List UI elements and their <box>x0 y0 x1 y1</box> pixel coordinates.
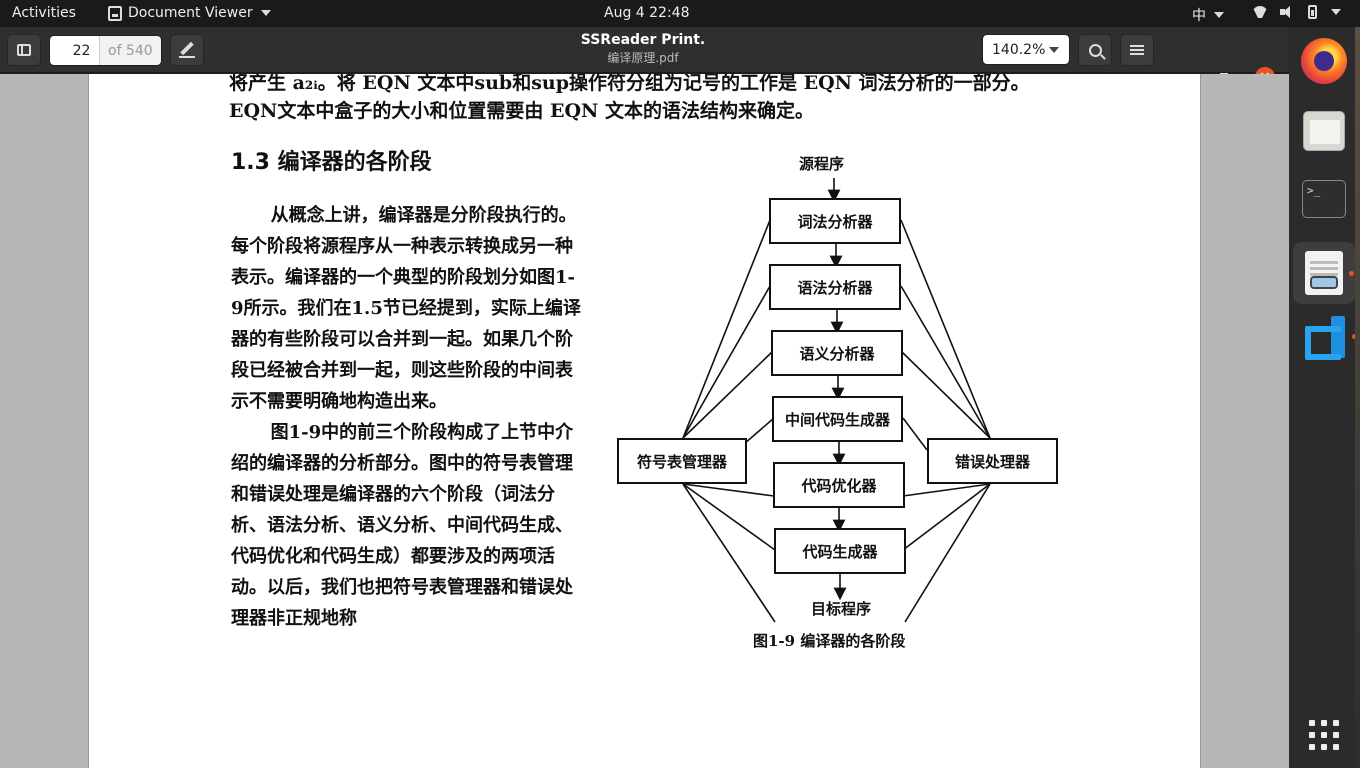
chevron-down-icon <box>1214 12 1224 18</box>
document-viewer-icon <box>1305 251 1343 295</box>
intermediate-code-generator-box: 中间代码生成器 <box>772 396 903 442</box>
error-handler-box: 错误处理器 <box>927 438 1058 484</box>
text-line: 将产生 a₂ᵢ。将 EQN 文本中sub和sup操作符分组为记号的工作是 EQN… <box>229 74 1030 94</box>
search-button[interactable] <box>1078 34 1112 66</box>
volume-icon <box>1280 5 1296 19</box>
sidebar-icon <box>17 44 31 56</box>
pdf-page: 将产生 a₂ᵢ。将 EQN 文本中sub和sup操作符分组为记号的工作是 EQN… <box>88 74 1201 768</box>
wifi-icon <box>1252 6 1268 18</box>
app-menu-label: Document Viewer <box>128 5 253 21</box>
chevron-down-icon <box>1049 47 1059 53</box>
semantic-analyzer-box: 语义分析器 <box>771 330 903 376</box>
app-grid-icon <box>1309 720 1339 750</box>
top-bar: Activities Document Viewer Aug 4 22:48 中 <box>0 0 1360 27</box>
paragraph: 从概念上讲，编译器是分阶段执行的。每个阶段将源程序从一种表示转换成另一种表示。编… <box>231 205 581 412</box>
page-count: of 540 <box>99 36 161 65</box>
system-tray[interactable] <box>1252 5 1341 19</box>
sidebar-toggle-button[interactable] <box>7 34 41 66</box>
document-view[interactable]: 将产生 a₂ᵢ。将 EQN 文本中sub和sup操作符分组为记号的工作是 EQN… <box>0 74 1289 768</box>
body-text: 从概念上讲，编译器是分阶段执行的。每个阶段将源程序从一种表示转换成另一种表示。编… <box>231 200 581 634</box>
running-indicator <box>1352 334 1357 339</box>
dock: >_ <box>1289 27 1360 768</box>
header-bar: SSReader Print. 编译原理.pdf ✕ <box>0 27 1289 87</box>
syntax-analyzer-box: 语法分析器 <box>769 264 901 310</box>
pencil-icon <box>179 42 195 58</box>
show-applications-button[interactable] <box>1300 711 1348 759</box>
symbol-table-manager-box: 符号表管理器 <box>617 438 747 484</box>
target-program-label: 目标程序 <box>811 600 872 618</box>
vscode-icon <box>1303 316 1345 358</box>
window-title: SSReader Print. 编译原理.pdf <box>500 32 786 66</box>
clock[interactable]: Aug 4 22:48 <box>604 5 690 21</box>
dock-firefox[interactable] <box>1300 37 1348 85</box>
chevron-down-icon <box>1331 9 1341 15</box>
search-icon <box>1088 43 1102 57</box>
lexical-analyzer-box: 词法分析器 <box>769 198 901 244</box>
text-line: EQN文本中盒子的大小和位置需要由 EQN 文本的语法结构来确定。 <box>229 100 815 122</box>
code-generator-box: 代码生成器 <box>774 528 906 574</box>
chevron-down-icon <box>260 10 271 16</box>
battery-icon <box>1308 5 1317 19</box>
menu-button[interactable] <box>1120 34 1154 66</box>
code-optimizer-box: 代码优化器 <box>773 462 905 508</box>
activities-button[interactable]: Activities <box>12 5 76 21</box>
page-navigator: of 540 <box>49 35 162 66</box>
paragraph: 图1-9中的前三个阶段构成了上节中介绍的编译器的分析部分。图中的符号表管理和错误… <box>231 422 574 629</box>
input-method-label: 中 <box>1192 8 1206 24</box>
dock-terminal[interactable]: >_ <box>1300 175 1348 223</box>
section-heading: 1.3 编译器的各阶段 <box>231 150 432 175</box>
source-program-label: 源程序 <box>799 155 845 173</box>
app-menu[interactable]: Document Viewer <box>108 5 271 21</box>
dock-document-viewer[interactable] <box>1293 242 1355 304</box>
page-number-input[interactable] <box>50 36 99 65</box>
document-viewer-icon <box>108 5 122 21</box>
figure-caption: 图1-9 编译器的各阶段 <box>753 632 906 650</box>
running-indicator <box>1349 271 1354 276</box>
dock-vscode[interactable] <box>1300 313 1357 361</box>
annotate-button[interactable] <box>170 34 204 66</box>
wallpaper-edge <box>1355 27 1360 768</box>
dock-files[interactable] <box>1300 107 1348 155</box>
terminal-icon: >_ <box>1302 180 1346 218</box>
zoom-value: 140.2% <box>992 41 1046 58</box>
input-method-menu[interactable]: 中 <box>1192 5 1224 25</box>
document-filename: 编译原理.pdf <box>607 51 679 65</box>
hamburger-icon <box>1130 45 1144 55</box>
zoom-select[interactable]: 140.2% <box>982 34 1070 65</box>
firefox-icon <box>1301 38 1347 84</box>
document-title: SSReader Print. <box>580 32 706 48</box>
files-icon <box>1303 111 1345 151</box>
